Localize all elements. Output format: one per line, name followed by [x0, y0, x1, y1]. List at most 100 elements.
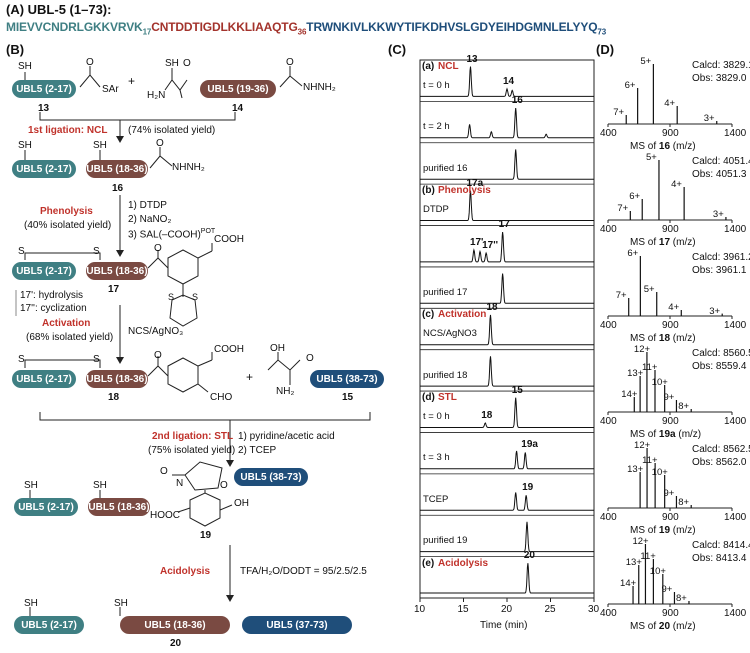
fragment-ubl5-2-17: UBL5 (2-17) [12, 160, 76, 178]
hplc-row-name: TCEP [423, 493, 449, 505]
ms-obs: Obs: 3829.0 [692, 73, 747, 84]
ms-charge-label: 14+ [621, 389, 638, 400]
ms-x-axis-label: MS of 17 (m/z) [630, 237, 696, 248]
fragment-ubl5-18-36: UBL5 (18-36) [88, 498, 150, 516]
ms-x-tick-label: 900 [662, 128, 679, 139]
hplc-x-tick-label: 10 [414, 604, 426, 615]
thiol-label: SH [18, 61, 32, 72]
ms-charge-label: 14+ [620, 578, 637, 589]
ms-x-tick-label: 900 [662, 512, 679, 523]
fragment-ubl5-18-36: UBL5 (18-36) [86, 370, 148, 388]
activation-step-title: Activation [42, 318, 91, 329]
hplc-row-name: purified 16 [423, 162, 468, 174]
ms-x-axis-label: MS of 19a (m/z) [630, 429, 701, 440]
ms-charge-label: 5+ [643, 284, 655, 295]
hplc-x-axis-label: Time (min) [480, 620, 528, 631]
hplc-row-head: (b) [422, 185, 435, 197]
hydrazide-label-16: NHNH₂ [172, 162, 205, 173]
ms-charge-label: 12+ [633, 344, 651, 355]
ms-x-tick-label: 1400 [724, 416, 747, 427]
ms-charge-label: 3+ [712, 209, 724, 220]
ms-charge-label: 13+ [627, 464, 644, 475]
ms-charge-label: 8+ [678, 497, 690, 508]
ms-charge-label: 3+ [709, 305, 721, 317]
panel-c-label: (C) [388, 42, 407, 57]
ms-x-label-prefix: MS of [630, 141, 659, 152]
ms-charge-label: 5+ [645, 152, 657, 163]
ms-obs: Obs: 3961.1 [692, 265, 747, 276]
fragment-ubl5-37-73: UBL5 (37-73) [242, 616, 352, 634]
compound-18-label: 18 [108, 392, 120, 403]
ms-charge-label: 8+ [678, 401, 690, 412]
ms-x-tick-label: 900 [662, 608, 679, 619]
acidolysis-reagent: TFA/H₂O/DODT = 95/2.5/2.5 [240, 566, 367, 577]
sulfur-label-d: S [93, 354, 100, 365]
sulfur-label-c: S [18, 354, 25, 365]
stl-reagent-1: 1) pyridine/acetic acid [238, 431, 335, 442]
hplc-row-head: (e) [422, 557, 435, 569]
ms-x-label-compound: 17 [658, 237, 671, 248]
ms-charge-label: 13+ [625, 557, 642, 568]
sequence-index-36: 36 [297, 27, 307, 37]
hplc-peak-label: 17'' [482, 239, 498, 251]
hydrazide-oxygen-label: O [286, 57, 294, 68]
ms-x-label-unit: (m/z) [670, 621, 696, 632]
hplc-trace [420, 397, 594, 428]
hplc-peak-label: 19 [522, 482, 534, 494]
hplc-trace [420, 450, 594, 470]
hplc-x-tick-label: 30 [588, 604, 600, 615]
carboxyl-label-17: COOH [214, 234, 244, 245]
phenolysis-reagent-3-text: 3) SAL(–COOH) [128, 229, 201, 241]
ms-calcd: Calcd: 3829.1 [692, 60, 750, 71]
phenolysis-step-yield: (40% isolated yield) [24, 220, 112, 231]
amine-label-15: NH₂ [276, 386, 295, 397]
ms-x-label-unit: (m/z) [670, 237, 696, 248]
phenolysis-reagent-3: 3) SAL(–COOH)POT [128, 228, 215, 240]
ms-charge-label: 6+ [624, 80, 636, 91]
phenolysis-reagent-3-sup: POT [200, 228, 216, 235]
carboxyl-label-18: COOH [214, 344, 244, 355]
hplc-row-head-step: Activation [438, 309, 487, 321]
thiol-label-20a: SH [24, 598, 38, 609]
sequence-index-73: 73 [597, 27, 606, 37]
hplc-row-head-step: NCL [438, 61, 459, 72]
ms-x-tick-label: 1400 [724, 128, 747, 139]
thiol-label-19b: SH [93, 480, 107, 491]
hplc-x-tick-label: 25 [544, 604, 556, 615]
hplc-peak-label: 17a [466, 177, 484, 189]
hplc-peak-label: 18 [481, 409, 493, 421]
hydroxyl-label-19: OH [234, 498, 249, 509]
hplc-row-name: t = 2 h [423, 121, 450, 133]
sulfur-label-b: S [93, 246, 100, 257]
ms-x-axis-label: MS of 16 (m/z) [630, 141, 696, 152]
ms-charge-label: 10+ [651, 377, 668, 388]
hplc-trace [420, 356, 594, 387]
hplc-trace [420, 563, 594, 594]
ms-x-tick-label: 400 [600, 128, 617, 139]
oxazolidine-n-label: N [176, 478, 184, 489]
hplc-peak-label: 17 [498, 219, 510, 231]
ms-charge-label: 10+ [649, 566, 666, 577]
phenolysis-reagent-2: 2) NaNO₂ [128, 214, 172, 225]
hplc-trace [420, 107, 594, 139]
ms-x-tick-label: 900 [662, 416, 679, 427]
ncl-step-title: 1st ligation: NCL [28, 125, 108, 136]
fragment-ubl5-19-36: UBL5 (19-36) [200, 80, 276, 98]
hplc-trace [420, 492, 594, 511]
stl-step-yield: (75% isolated yield) [148, 445, 236, 456]
ms-x-tick-label: 400 [600, 224, 617, 235]
ms-charge-label: 10+ [651, 467, 668, 478]
ms-charge-label: 7+ [615, 290, 627, 301]
panel-d-label: (D) [596, 42, 615, 57]
compound-14-label: 14 [232, 103, 244, 114]
hplc-peak-label: 14 [503, 75, 515, 87]
plus-sign: + [128, 74, 136, 88]
phenolysis-step-title: Phenolysis [40, 206, 93, 217]
hplc-row-name: t = 3 h [423, 452, 450, 464]
hplc-row-head-step: Acidolysis [438, 557, 489, 569]
ms-x-tick-label: 900 [662, 224, 679, 235]
ms-calcd: Calcd: 8560.5 [692, 348, 750, 359]
ms-x-tick-label: 1400 [724, 512, 747, 523]
acidolysis-step-title: Acidolysis [160, 566, 211, 577]
